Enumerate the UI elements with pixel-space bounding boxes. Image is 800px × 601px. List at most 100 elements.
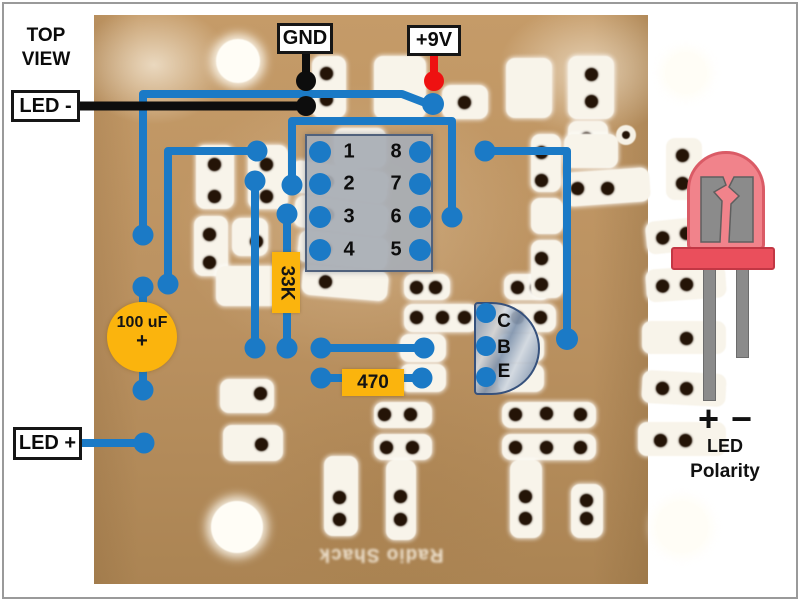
pad-hole xyxy=(675,148,689,162)
pad-hole xyxy=(584,94,598,108)
solder-pad xyxy=(510,460,542,538)
solder-pad xyxy=(374,56,426,119)
transistor-pin-letter: C xyxy=(497,311,511,332)
pad-hole xyxy=(534,173,548,187)
pad-hole xyxy=(435,310,449,324)
mounting-hole xyxy=(211,501,263,553)
pad-hole xyxy=(539,440,553,454)
plus-9v-label: +9V xyxy=(407,25,461,56)
solder-pad xyxy=(400,334,446,362)
pad-hole xyxy=(508,440,522,454)
pad-hole xyxy=(510,280,524,294)
pad-hole xyxy=(409,310,423,324)
led-cathode-leg xyxy=(736,268,749,358)
pad-hole xyxy=(393,489,407,503)
pad-hole xyxy=(457,310,471,324)
ic-pin-number: 4 xyxy=(343,238,355,261)
capacitor-plus-mark: + xyxy=(136,330,148,352)
pad-hole xyxy=(254,437,268,451)
pad-hole xyxy=(207,189,221,203)
ic-pin-number: 5 xyxy=(390,238,402,261)
solder-pad xyxy=(312,56,346,118)
transistor-pin-letter: E xyxy=(497,361,511,382)
solder-pad xyxy=(404,304,478,332)
pad-hole xyxy=(570,181,584,196)
pad-layer xyxy=(94,15,728,584)
solder-pad xyxy=(386,460,416,540)
pad-hole xyxy=(675,176,689,190)
minus-sign: − xyxy=(731,398,753,439)
pad-hole xyxy=(579,493,593,507)
solder-pad xyxy=(216,266,280,306)
solder-pad xyxy=(502,402,596,428)
solder-pad xyxy=(404,274,450,300)
resistor-470: 470 xyxy=(342,369,404,396)
solder-pad xyxy=(374,402,432,428)
pad-hole xyxy=(539,406,553,420)
pad-hole xyxy=(534,277,548,291)
ic-pin-number: 3 xyxy=(343,205,355,228)
led-minus-label: LED - xyxy=(11,90,80,122)
solder-pad xyxy=(531,240,563,298)
mounting-hole xyxy=(665,52,707,94)
pad-hole xyxy=(518,489,532,503)
ic-pin-number: 1 xyxy=(343,140,355,163)
solder-pad xyxy=(324,456,358,536)
led-plus-label: LED + xyxy=(13,427,82,460)
solder-pad xyxy=(638,422,726,456)
pad-hole xyxy=(393,512,407,526)
pad-hole xyxy=(332,490,346,504)
pad-hole xyxy=(202,255,216,269)
ic-pin-number: 8 xyxy=(390,140,402,163)
solder-pad xyxy=(571,484,603,538)
pad-hole xyxy=(573,440,587,454)
pcb-board: Radio Shack xyxy=(94,15,728,584)
ic-pin-number: 2 xyxy=(343,172,355,195)
ic-socket xyxy=(305,134,433,272)
pad-hole xyxy=(207,157,221,171)
pad-hole xyxy=(518,511,532,525)
gnd-label: GND xyxy=(277,23,333,54)
pad-hole xyxy=(678,433,692,447)
pad-hole xyxy=(259,157,273,171)
solder-pad xyxy=(506,58,552,118)
pad-hole xyxy=(253,386,267,400)
pad-hole xyxy=(533,310,547,324)
pad-hole xyxy=(259,189,273,203)
solder-pad xyxy=(223,425,283,461)
pad-hole xyxy=(377,407,391,421)
pad-hole xyxy=(534,251,548,265)
pad-hole xyxy=(579,511,593,525)
solder-pad xyxy=(232,218,268,256)
pad-hole xyxy=(249,234,263,248)
solder-pad xyxy=(568,56,614,119)
pad-hole xyxy=(409,280,423,294)
pad-hole xyxy=(319,92,333,106)
polarity-signs: +− xyxy=(660,398,790,440)
pad-hole xyxy=(428,280,442,294)
plus-sign: + xyxy=(697,398,719,439)
pad-hole xyxy=(573,407,587,421)
pad-hole xyxy=(319,66,333,80)
pad-hole xyxy=(534,145,548,159)
solder-pad xyxy=(196,145,234,209)
radio-shack-silkscreen: Radio Shack xyxy=(318,544,444,565)
pad-hole xyxy=(318,274,333,289)
capacitor-100uf: 100 uF + xyxy=(107,302,177,372)
led-polarity-figure: +− LED Polarity xyxy=(660,140,790,500)
pad-hole xyxy=(403,407,417,421)
top-view-annotation: TOP VIEW xyxy=(21,25,71,70)
ring-pad xyxy=(616,125,636,145)
solder-pad xyxy=(220,379,274,413)
solder-pad xyxy=(374,434,432,460)
legend-caption-led: LED xyxy=(707,436,743,456)
pad-hole xyxy=(379,440,393,454)
solder-pad xyxy=(531,134,561,192)
pad-hole xyxy=(508,407,522,421)
pad-hole xyxy=(202,227,216,241)
solder-pad xyxy=(502,434,596,460)
solder-pad xyxy=(442,85,488,119)
mounting-hole xyxy=(216,39,260,83)
transistor-pin-letter: B xyxy=(497,337,511,358)
led-anode-leg xyxy=(703,268,716,401)
